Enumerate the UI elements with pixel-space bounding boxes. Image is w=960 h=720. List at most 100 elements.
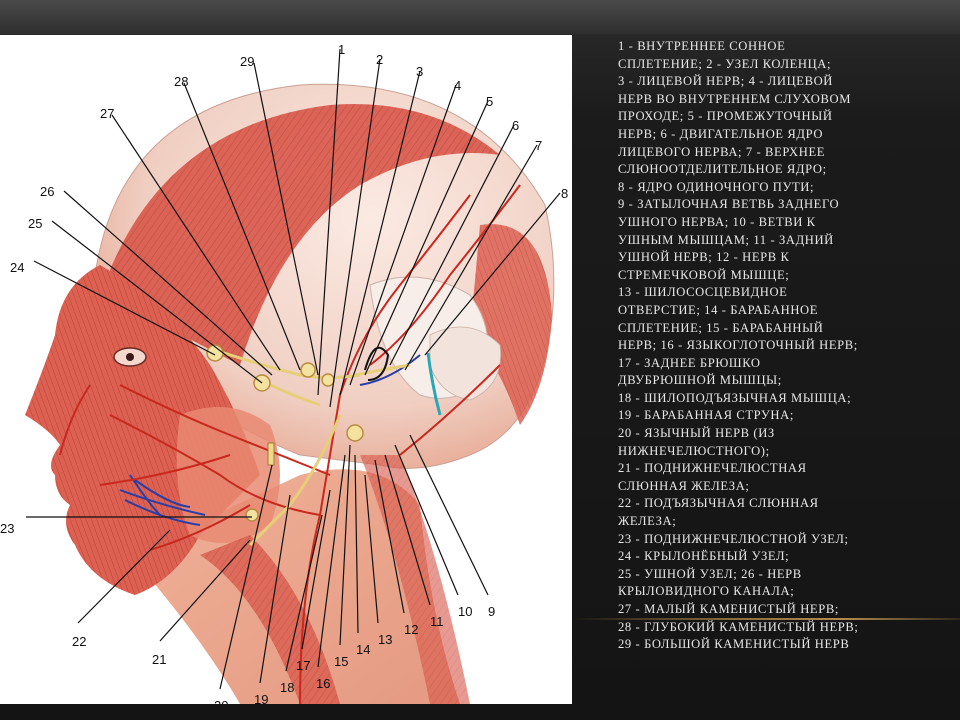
callout-number-13: 13 <box>378 632 392 647</box>
slide-top-band <box>0 0 960 34</box>
cyan-nerve <box>426 352 442 416</box>
temporal-muscle <box>110 104 500 365</box>
pupil <box>126 353 134 361</box>
callout-number-11: 11 <box>430 614 444 629</box>
callout-line-27 <box>111 114 281 371</box>
nerve-tube-marker <box>267 442 275 466</box>
legend-line: СТРЕМЕЧКОВОЙ МЫШЦЕ; <box>618 267 790 282</box>
callout-numbers: 1234567891011121314151617181920212223242… <box>0 42 568 704</box>
legend-line: ОТВЕРСТИЕ; 14 - БАРАБАННОЕ <box>618 302 819 317</box>
legend-line: 8 - ЯДРО ОДИНОЧНОГО ПУТИ; <box>618 179 815 194</box>
callout-number-14: 14 <box>356 642 370 657</box>
legend-line: ЖЕЛЕЗА; <box>618 514 677 529</box>
decorative-rule <box>572 618 960 620</box>
legend-line: НЕРВ; 6 - ДВИГАТЕЛЬНОЕ ЯДРО <box>618 126 824 141</box>
legend-line: КРЫЛОВИДНОГО КАНАЛА; <box>618 584 795 599</box>
legend-line: УШНЫМ МЫШЦАМ; 11 - ЗАДНИЙ <box>618 232 834 247</box>
callout-line-20 <box>219 464 273 690</box>
callout-number-12: 12 <box>404 622 418 637</box>
legend-line: ПРОХОДЕ; 5 - ПРОМЕЖУТОЧНЫЙ <box>618 109 833 124</box>
callout-leader-lines <box>26 48 561 690</box>
callout-line-2 <box>329 58 381 408</box>
legend-line: ЛИЦЕВОГО НЕРВА; 7 - ВЕРХНЕЕ <box>618 144 826 159</box>
callout-line-4 <box>349 84 457 386</box>
occipital-muscle <box>470 224 552 425</box>
callout-number-24: 24 <box>10 260 24 275</box>
callout-line-8 <box>424 192 561 356</box>
callout-number-15: 15 <box>334 654 348 669</box>
legend-line: 24 - КРЫЛОНЁБНЫЙ УЗЕЛ; <box>618 549 790 564</box>
callout-line-17 <box>301 489 331 650</box>
callout-number-4: 4 <box>454 78 461 93</box>
callout-number-7: 7 <box>535 138 542 153</box>
callout-line-21 <box>159 539 251 642</box>
callout-number-21: 21 <box>152 652 166 667</box>
callout-number-22: 22 <box>72 634 86 649</box>
callout-line-11 <box>384 454 431 606</box>
callout-number-27: 27 <box>100 106 114 121</box>
callout-line-9 <box>409 434 489 596</box>
legend-line: 13 - ШИЛОСОСЦЕВИДНОЕ <box>618 285 788 300</box>
callout-line-29 <box>253 62 319 376</box>
callout-line-25 <box>51 220 263 384</box>
ganglia <box>206 344 364 522</box>
callout-line-12 <box>374 459 405 614</box>
legend-line: СПЛЕТЕНИЕ; 15 - БАРАБАННЫЙ <box>618 320 824 335</box>
callout-line-10 <box>394 444 459 596</box>
callout-line-26 <box>63 190 273 376</box>
callout-number-5: 5 <box>486 94 493 109</box>
legend-line: УШНОГО НЕРВА; 10 - ВЕТВИ К <box>618 214 816 229</box>
callout-line-14 <box>354 454 359 634</box>
legend-line: 28 - ГЛУБОКИЙ КАМЕНИСТЫЙ НЕРВ; <box>618 619 859 634</box>
sternocleidomastoid <box>360 455 470 704</box>
callout-number-26: 26 <box>40 184 54 199</box>
callout-line-28 <box>183 82 301 371</box>
callout-line-15 <box>339 444 351 646</box>
callout-number-29: 29 <box>240 54 254 69</box>
callout-line-6 <box>389 124 515 366</box>
callout-number-20: 20 <box>214 698 228 704</box>
legend-line: 21 - ПОДНИЖНЕЧЕЛЮСТНАЯ <box>618 461 807 476</box>
callout-line-19 <box>259 494 291 684</box>
callout-number-8: 8 <box>561 186 568 201</box>
callout-line-1 <box>317 48 341 396</box>
callout-number-28: 28 <box>174 74 188 89</box>
legend-line: 29 - БОЛЬШОЙ КАМЕНИСТЫЙ НЕРВ <box>618 637 850 652</box>
callout-number-2: 2 <box>376 52 383 67</box>
callout-number-18: 18 <box>280 680 294 695</box>
callout-line-3 <box>339 70 421 396</box>
legend-line: НЕРВ ВО ВНУТРЕННЕМ СЛУХОВОМ <box>618 91 851 106</box>
callout-number-6: 6 <box>512 118 519 133</box>
callout-line-16 <box>317 454 346 668</box>
callout-number-9: 9 <box>488 604 495 619</box>
callout-number-19: 19 <box>254 692 268 704</box>
yellow-nerves <box>214 348 411 547</box>
legend-line: 18 - ШИЛОПОДЪЯЗЫЧНАЯ МЫШЦА; <box>618 390 852 405</box>
callout-line-24 <box>33 260 216 356</box>
legend-line: ДВУБРЮШНОЙ МЫШЦЫ; <box>618 373 782 388</box>
masseter-muscle <box>176 407 280 543</box>
legend-line: 19 - БАРАБАННАЯ СТРУНА; <box>618 408 794 423</box>
callout-number-25: 25 <box>28 216 42 231</box>
legend-line: СПЛЕТЕНИЕ; 2 - УЗЕЛ КОЛЕНЦА; <box>618 56 832 71</box>
callout-number-3: 3 <box>416 64 423 79</box>
legend-line: 25 - УШНОЙ УЗЕЛ; 26 - НЕРВ <box>618 566 802 581</box>
legend-line: 9 - ЗАТЫЛОЧНАЯ ВЕТВЬ ЗАДНЕГО <box>618 197 840 212</box>
callout-number-23: 23 <box>0 521 14 536</box>
legend-line: 23 - ПОДНИЖНЕЧЕЛЮСТНОЙ УЗЕЛ; <box>618 531 849 546</box>
arteries <box>59 184 521 704</box>
legend-line: 22 - ПОДЪЯЗЫЧНАЯ СЛЮННАЯ <box>618 496 819 511</box>
callout-line-13 <box>364 474 379 624</box>
callout-line-7 <box>404 144 538 371</box>
legend-line: 27 - МАЛЫЙ КАМЕНИСТЫЙ НЕРВ; <box>618 602 839 616</box>
legend-line: УШНОЙ НЕРВ; 12 - НЕРВ К <box>618 250 790 265</box>
legend-line: СЛЮНООТДЕЛИТЕЛЬНОЕ ЯДРО; <box>618 162 827 177</box>
callout-line-5 <box>364 100 489 376</box>
callout-number-17: 17 <box>296 658 310 673</box>
legend-line: НИЖНЕЧЕЛЮСТНОГО); <box>618 443 770 458</box>
callout-line-22 <box>77 529 171 624</box>
callout-line-18 <box>285 514 323 672</box>
anatomy-illustration: 1234567891011121314151617181920212223242… <box>0 35 572 704</box>
callout-number-16: 16 <box>316 676 330 691</box>
